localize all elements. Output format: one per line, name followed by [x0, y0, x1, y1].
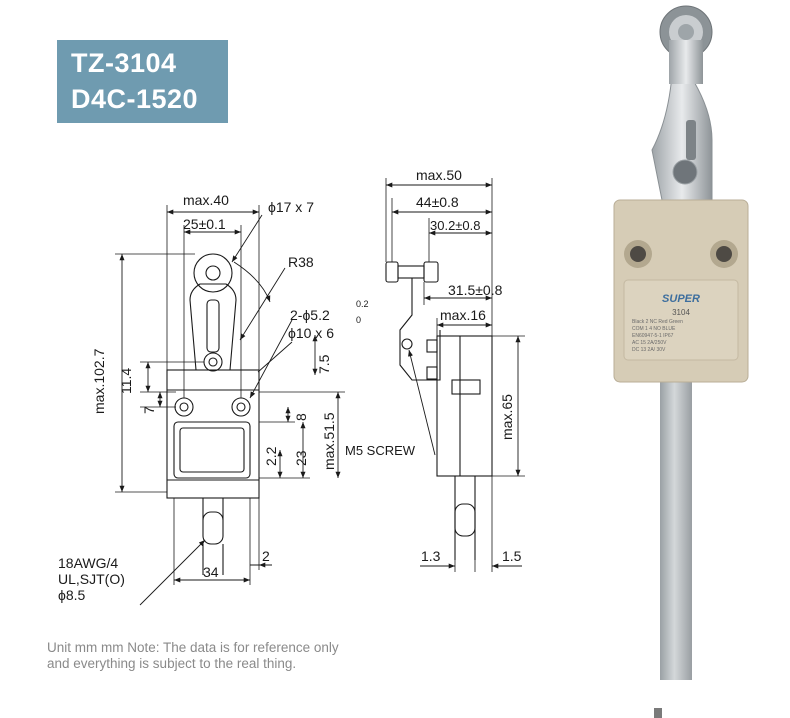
footnote-line-1: Unit mm mm Note: The data is for referen…: [47, 640, 339, 655]
side-view: [385, 261, 493, 560]
photo-label-row: AC 15 2A/250V: [632, 340, 667, 346]
mount-hole-right: [231, 397, 251, 417]
front-labels: max.40 25±0.1 ϕ17 x 7 R38 2-ϕ5.2 0.2 0 ϕ…: [58, 192, 369, 603]
label-tol-lower: 0: [356, 315, 361, 325]
side-labels: max.50 44±0.8 30.2±0.8 31.5±0.8 max.16 m…: [345, 167, 522, 564]
label-31-5: 31.5±0.8: [448, 282, 503, 298]
label-1-5: 1.5: [502, 548, 522, 564]
label-34: 34: [203, 564, 219, 580]
label-max-16: max.16: [440, 307, 486, 323]
label-max-65: max.65: [499, 394, 515, 440]
front-housing: [166, 369, 260, 499]
label-hole-pitch: 25±0.1: [183, 216, 226, 232]
label-2: 2: [262, 548, 270, 564]
front-view: [166, 253, 260, 575]
side-roller-right: [423, 261, 439, 283]
label-tol-upper: 0.2: [356, 299, 369, 309]
label-max-51-5: max.51.5: [321, 412, 337, 470]
photo-label-row: DC 13 2A/ 30V: [632, 347, 666, 353]
side-housing: [436, 335, 493, 477]
label-roller-size: ϕ17 x 7: [268, 199, 314, 215]
photo-label-row: Black 2 NC Red Green: [632, 319, 683, 325]
label-max-40: max.40: [183, 192, 229, 208]
label-30-2: 30.2±0.8: [430, 218, 481, 233]
label-11-4: 11.4: [118, 368, 134, 394]
mount-hole-left: [174, 397, 194, 417]
photo-model: 3104: [672, 308, 690, 317]
lever-arm: [189, 283, 237, 371]
front-extension-lines: [115, 205, 345, 585]
photo-label-row: COM 1 4 NO BLUE: [632, 326, 676, 332]
photo-label-row: EN60947-5-1 IP67: [632, 333, 674, 339]
footnote: Unit mm mm Note: The data is for referen…: [47, 640, 339, 672]
label-2-2: 2.2: [263, 446, 279, 466]
side-dimension-lines: [386, 182, 522, 569]
front-dimension-lines: [119, 209, 341, 606]
model-number-primary: TZ-3104: [71, 48, 177, 78]
model-number-secondary: D4C-1520: [71, 84, 199, 114]
side-extension-lines: [385, 178, 525, 572]
label-8: 8: [293, 413, 309, 421]
model-badge: TZ-3104 D4C-1520: [57, 40, 228, 123]
roller: [193, 253, 233, 293]
label-max-50: max.50: [416, 167, 462, 183]
label-mount-holes: 2-ϕ5.2: [290, 307, 330, 323]
label-cable-awg: 18AWG/4: [58, 555, 118, 571]
photo-cable: [660, 378, 692, 680]
photo-label-plate: [623, 279, 739, 361]
footnote-line-2: and everything is subject to the real th…: [47, 656, 297, 671]
side-lever: [399, 278, 441, 381]
product-photo: SUPER 3104 Black 2 NC Red Green COM 1 4 …: [613, 5, 749, 718]
label-23: 23: [293, 450, 309, 466]
label-7-5: 7.5: [316, 354, 332, 374]
label-cable-dia: ϕ8.5: [58, 587, 86, 603]
label-cable-rating: UL,SJT(O): [58, 571, 125, 587]
label-bolt: ϕ10 x 6: [288, 325, 334, 341]
label-m5-screw: M5 SCREW: [345, 443, 416, 458]
label-max-102-7: max.102.7: [91, 348, 107, 414]
photo-brand: SUPER: [662, 293, 700, 305]
side-roller-left: [385, 261, 399, 283]
label-1-3: 1.3: [421, 548, 441, 564]
label-radius: R38: [288, 254, 314, 270]
label-7: 7: [141, 406, 157, 414]
label-44: 44±0.8: [416, 194, 459, 210]
